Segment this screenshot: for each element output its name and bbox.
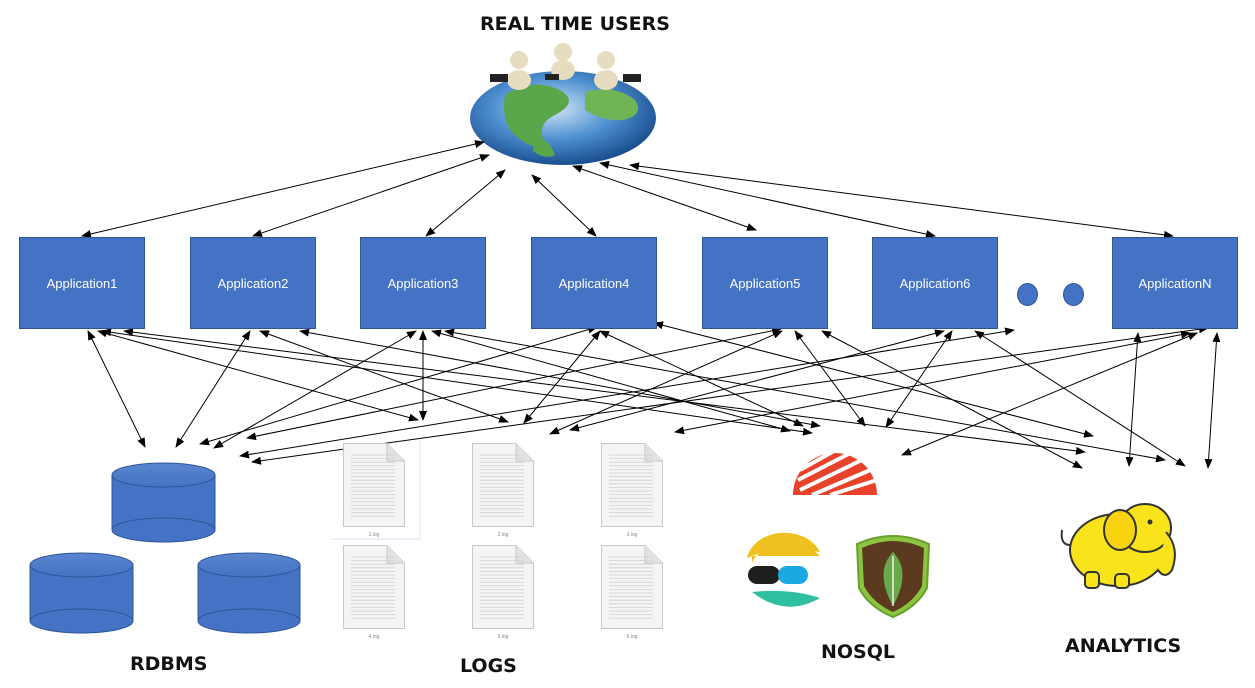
document-page-icon: [601, 545, 663, 629]
log-file-icon: 3.log: [601, 443, 663, 539]
document-page-icon: [343, 545, 405, 629]
log-file-icon: 5.log: [472, 545, 534, 641]
log-file-icon: 6.log: [601, 545, 663, 641]
application-5-box: Application5: [702, 237, 828, 329]
database-cylinder-icon: [197, 552, 301, 634]
analytics-label: ANALYTICS: [1065, 635, 1182, 657]
document-page-icon: [343, 443, 405, 527]
application-2-box: Application2: [190, 237, 316, 329]
document-page-icon: [472, 545, 534, 629]
application-3-box: Application3: [360, 237, 486, 329]
log-file-name: 2.log: [497, 532, 509, 538]
globe-users-icon: [470, 43, 656, 165]
log-file-icon: 4.log: [343, 545, 405, 641]
application-label: ApplicationN: [1138, 275, 1212, 291]
document-page-icon: [601, 443, 663, 527]
logs-label: LOGS: [460, 655, 517, 677]
database-cylinder-icon: [29, 552, 134, 634]
log-file-icon: 2.log: [472, 443, 534, 539]
application-4-box: Application4: [531, 237, 657, 329]
log-file-icon: 1.log: [343, 443, 405, 539]
application-6-box: Application6: [872, 237, 998, 329]
application-label: Application2: [217, 275, 289, 291]
elasticsearch-icon: [747, 532, 820, 607]
log-file-name: 5.log: [497, 634, 509, 640]
application-label: Application1: [46, 275, 118, 291]
application-label: Application4: [558, 275, 630, 291]
log-file-name: 6.log: [626, 634, 638, 640]
ellipsis-dot: [1063, 283, 1084, 306]
nosql-label: NOSQL: [821, 641, 895, 663]
mongodb-icon: [855, 535, 931, 619]
application-label: Application5: [729, 275, 801, 291]
log-file-name: 4.log: [368, 634, 380, 640]
rdbms-label: RDBMS: [130, 653, 208, 675]
diagram-title: REAL TIME USERS: [480, 13, 670, 35]
document-page-icon: [472, 443, 534, 527]
application-label: Application3: [387, 275, 459, 291]
log-file-name: 1.log: [368, 532, 380, 538]
application-n-box: ApplicationN: [1112, 237, 1238, 329]
log-file-name: 3.log: [626, 532, 638, 538]
application-label: Application6: [899, 275, 971, 291]
connector-lines: [81, 140, 1221, 469]
cassandra-icon: [793, 439, 878, 497]
hadoop-elephant-icon: [1060, 503, 1176, 589]
application-1-box: Application1: [19, 237, 145, 329]
ellipsis-dot: [1017, 283, 1038, 306]
database-cylinder-icon: [111, 462, 216, 543]
